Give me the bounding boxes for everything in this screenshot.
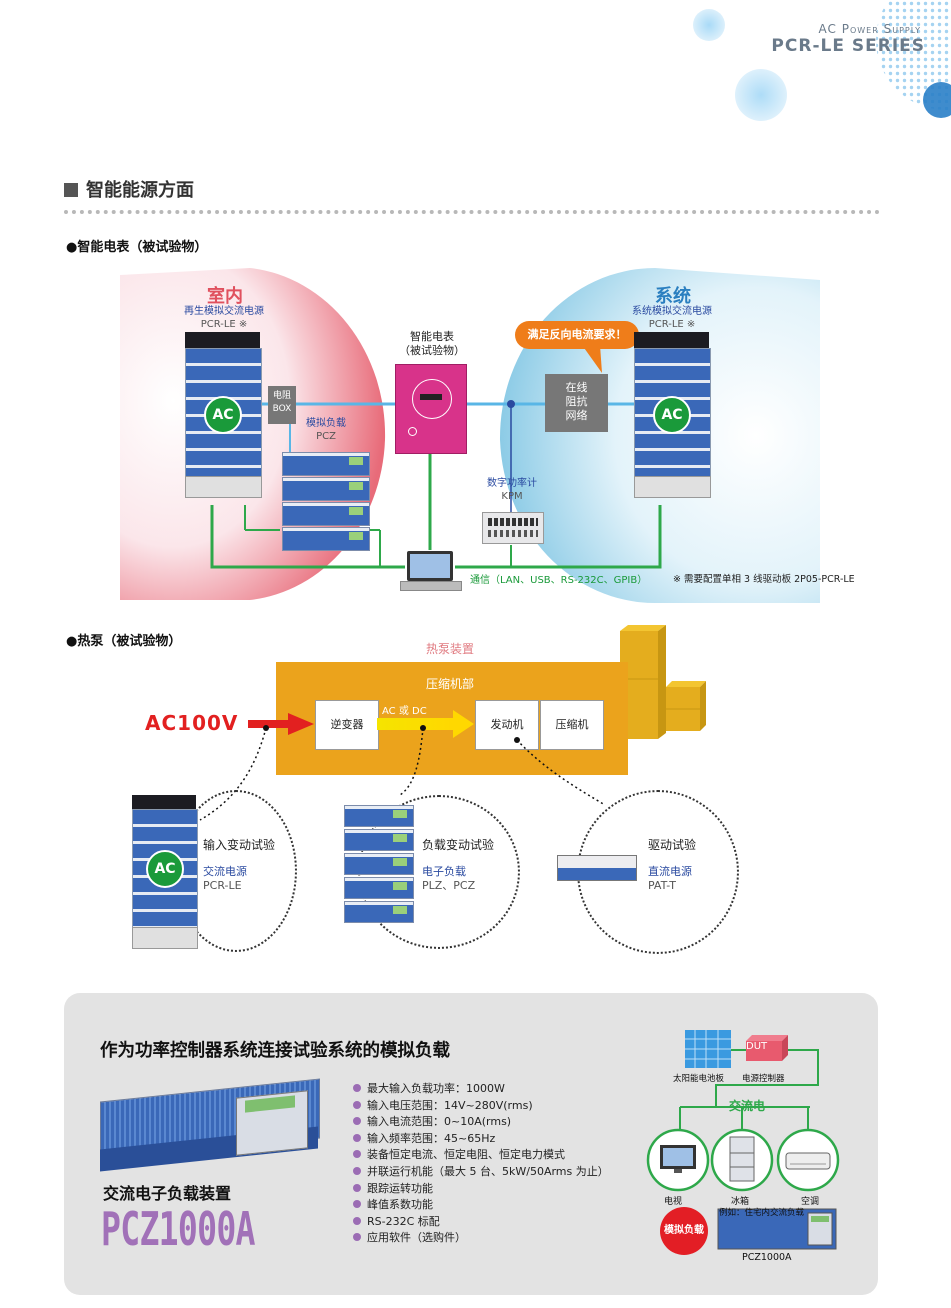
impedance-network-box: 在线 阻抗 网络 [545, 374, 608, 432]
indoor-title: 室内 [207, 286, 243, 307]
reverse-current-callout: 满足反向电流要求！ [515, 321, 639, 349]
load-test-sub2: PLZ、PCZ [422, 879, 476, 892]
fridge-label: 冰箱 [731, 1197, 750, 1207]
heatpump-subtitle: ●热泵（被试验物） [66, 634, 182, 649]
pat-t-unit [557, 855, 637, 881]
system-sub1: 系统模拟交流电源 [632, 306, 712, 317]
heatpump-arrows-and-links [199, 710, 606, 821]
dut-label: DUT [746, 1041, 768, 1052]
aircon-label: 空调 [801, 1197, 820, 1207]
spec-item: 输入电压范围：14V~280V(rms) [353, 1098, 609, 1115]
ac-badge: AC [653, 396, 691, 434]
motor-box: 发动机 [475, 700, 539, 750]
header-line1: AC Power Supply [818, 22, 921, 36]
resistor-box-label2: BOX [272, 404, 292, 414]
spec-item: 应用软件（选购件） [353, 1230, 609, 1247]
spec-item: 输入电流范围：0~10A(rms) [353, 1114, 609, 1131]
ac-badge: AC [204, 396, 242, 434]
callout-tail [582, 345, 602, 373]
drive-test-sub1: 直流电源 [648, 865, 692, 878]
spec-item: 跟踪运转功能 [353, 1181, 609, 1198]
spec-item: 输入频率范围：45~65Hz [353, 1131, 609, 1148]
sim-load-label1: 模拟负载 [306, 418, 346, 429]
drive-test-sub2: PAT-T [648, 879, 676, 892]
spec-list: 最大输入负载功率：1000W 输入电压范围：14V~280V(rms) 输入电流… [353, 1081, 609, 1247]
indoor-sub2: PCR-LE ※ [200, 319, 248, 330]
dotted-divider [64, 210, 880, 214]
system-sub2: PCR-LE ※ [648, 319, 696, 330]
meter-footnote: ※ 需要配置单相 3 线驱动板 2P05-PCR-LE [673, 574, 855, 585]
spec-item: 最大输入负载功率：1000W [353, 1081, 609, 1098]
spec-item: 峰值系数功能 [353, 1197, 609, 1214]
example-label: 例如：住宅内交流负载 [719, 1208, 805, 1218]
spec-item: RS-232C 标配 [353, 1214, 609, 1231]
kpm-label2: KPM [501, 491, 523, 502]
input-test-title: 输入变动试验 [203, 838, 276, 852]
imp-label2: 阻抗 [565, 395, 588, 408]
pcs-label: 电源控制器 [742, 1074, 785, 1084]
imp-label3: 网络 [565, 409, 588, 422]
system-title: 系统 [655, 286, 691, 307]
section-title: 智能能源方面 [64, 176, 194, 202]
heatpump-unit-graphic [620, 625, 706, 739]
acdc-label: AC 或 DC [382, 706, 427, 717]
comm-label: 通信（LAN、USB、RS-232C、GPIB） [470, 575, 648, 586]
input-test-sub1: 交流电源 [203, 865, 247, 878]
smart-meter-label2: （被试验物） [399, 344, 465, 357]
meter-diagram-bg [120, 268, 820, 604]
spec-item: 并联运行机能（最大 5 台、5kW/50Arms 为止） [353, 1164, 609, 1181]
sim-load-label2: PCZ [316, 431, 336, 442]
kpm-label1: 数字功率计 [487, 478, 537, 489]
ac-badge: AC [146, 850, 184, 888]
tv-label: 电视 [664, 1197, 683, 1207]
laptop-icon [407, 551, 453, 581]
compressor-unit-label: 压缩机部 [425, 677, 474, 691]
resistor-box: 电阻 BOX [268, 386, 296, 424]
sim-load-badge: 模拟负载 [660, 1207, 708, 1255]
smart-meter-device [395, 364, 467, 454]
spec-item: 装备恒定电流、恒定电阻、恒定电力模式 [353, 1147, 609, 1164]
solar-label: 太阳能电池板 [673, 1074, 725, 1084]
compressor-box: 压缩机 [540, 700, 604, 750]
header-line2: PCR-LE SERIES [771, 36, 925, 56]
heatpump-device-label: 热泵装置 [425, 642, 474, 656]
imp-label1: 在线 [565, 381, 588, 394]
inverter-box: 逆变器 [315, 700, 379, 750]
laptop-base [400, 581, 462, 591]
product-name: PCZ1000A [101, 1202, 255, 1256]
home-load-diagram [646, 1030, 840, 1250]
smart-meter-label1: 智能电表 [410, 330, 454, 343]
panel-title: 作为功率控制器系统连接试验系统的模拟负载 [100, 1041, 450, 1061]
square-bullet-icon [64, 183, 78, 197]
power-meter-device [482, 512, 544, 544]
meter-subtitle: ●智能电表（被试验物） [66, 240, 208, 255]
load-test-title: 负载变动试验 [422, 838, 495, 852]
input-test-sub2: PCR-LE [203, 879, 242, 892]
resistor-box-label1: 电阻 [272, 391, 291, 401]
dot-pattern-graphic [693, 0, 951, 121]
header-decoration [691, 0, 951, 130]
load-test-sub1: 电子负载 [422, 865, 466, 878]
drive-test-title: 驱动试验 [648, 838, 697, 852]
ac-power-label: 交流电 [729, 1099, 766, 1113]
pcz-label: PCZ1000A [742, 1252, 792, 1263]
indoor-sub1: 再生模拟交流电源 [184, 306, 264, 317]
product-subtitle: 交流电子负载装置 [103, 1184, 232, 1203]
ac100v-label: AC100V [145, 711, 239, 735]
